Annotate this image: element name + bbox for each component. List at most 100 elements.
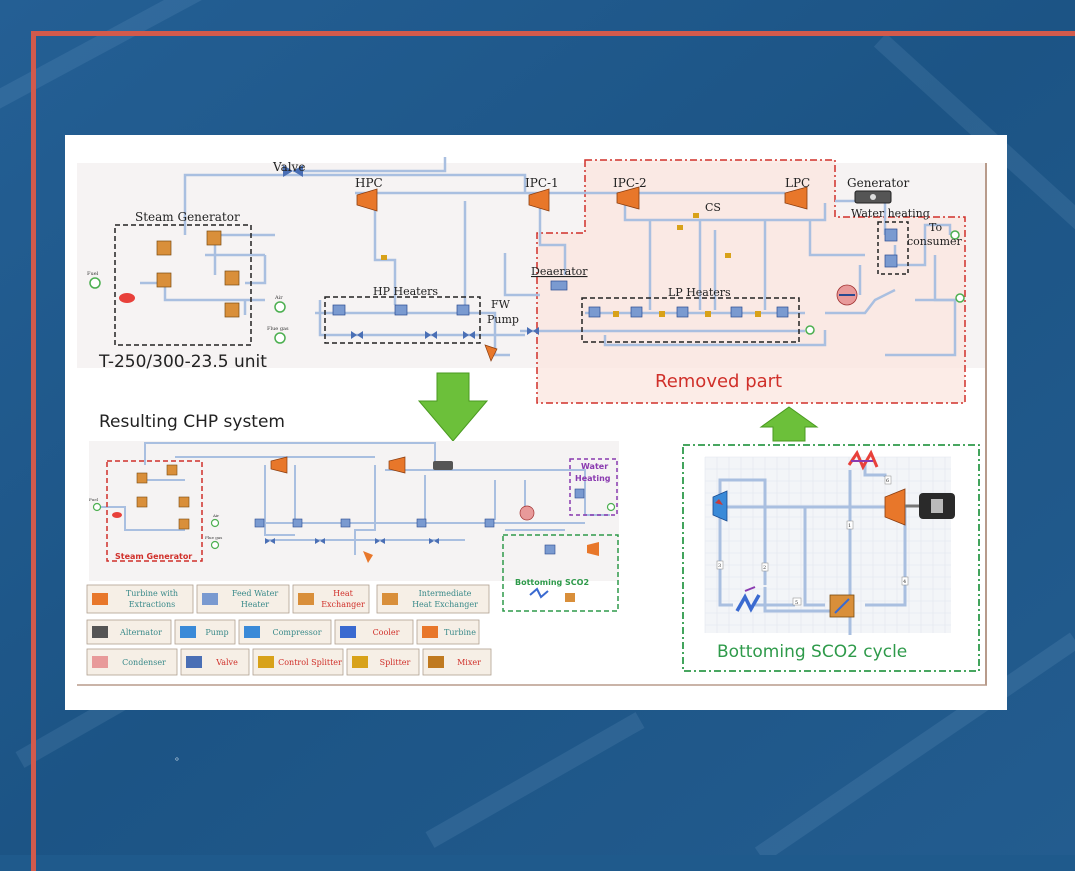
hp-heaters-box: [324, 296, 481, 344]
slide-bullet-mark: 。: [175, 752, 185, 763]
steam-generator-label: Steam Generator: [135, 210, 240, 224]
condenser-icon: [836, 284, 858, 306]
ipc1-turbine-icon: [528, 188, 550, 212]
lp-heaters-box: [581, 297, 800, 343]
result-pump-icon: [363, 551, 373, 563]
top-pipes: [140, 157, 957, 357]
legend-label-line2: Heat Exchanger: [412, 600, 478, 609]
stream-label-2: 2: [763, 565, 766, 571]
result-sco2-exchanger-icon: [565, 593, 575, 602]
stream-label-5: 5: [795, 600, 798, 606]
sco2-heater-icon: [847, 449, 879, 471]
legend-label: Control Splitter: [278, 658, 342, 667]
result-turbines: [270, 456, 406, 474]
legend-label-line2: Extractions: [129, 600, 176, 609]
bottoming-sco2-cycle: 6 1 2 3 4 5 Bottoming SCO2 cycle: [682, 444, 980, 672]
top-diagram: Steam Generator HP Heaters LP Heaters: [77, 157, 987, 685]
legend-swatch-icon: [298, 593, 314, 605]
sco2-compressor-icon: [712, 490, 728, 522]
stream-label-4: 4: [903, 579, 906, 585]
hp-valves: [351, 331, 475, 339]
bottoming-sco2-box-result: [502, 534, 619, 612]
result-burner-icon: [112, 512, 122, 518]
sco2-pipes: [718, 463, 907, 635]
legend-swatch-icon: [340, 626, 356, 638]
result-fuel-port-icon: [92, 502, 102, 512]
result-air-label: Air: [212, 513, 219, 518]
hp-heaters-label: HP Heaters: [373, 285, 438, 298]
legend-label: Turbine with: [126, 589, 178, 598]
legend-swatch-icon: [180, 626, 196, 638]
bottoming-sco2-result-label: Bottoming SCO2: [515, 578, 589, 587]
legend-item: Alternator: [86, 619, 172, 645]
legend-label-line2: Exchanger: [321, 600, 365, 609]
fuel-label: Fuel: [87, 271, 99, 277]
hpc-label: HPC: [355, 176, 383, 190]
ipc2-label: IPC-2: [613, 176, 647, 190]
water-heating-exchangers: [884, 228, 898, 268]
legend-item: Cooler: [334, 619, 414, 645]
legend-item: Valve: [180, 648, 250, 676]
fw-pump-icon: [484, 344, 498, 362]
green-arrow-up-icon: [759, 406, 819, 442]
legend-label: Feed Water: [232, 589, 278, 598]
sco2-recuperator-icon: [829, 594, 855, 618]
to-consumer-label-line2: consumer: [907, 235, 963, 248]
legend-item: Splitter: [346, 648, 420, 676]
flue-gas-label: Flue gas: [267, 326, 289, 332]
legend-swatch-icon: [352, 656, 368, 668]
result-sco2-turbine-icon: [587, 542, 599, 556]
outlet-port-icon: [955, 293, 965, 303]
fw-pump-label-line1: FW: [491, 298, 511, 311]
legend-label: Splitter: [380, 658, 411, 667]
valve-label: Valve: [272, 160, 305, 174]
legend-swatch-icon: [202, 593, 218, 605]
legend-swatch-icon: [92, 593, 108, 605]
fw-pump-label-line2: Pump: [487, 313, 519, 326]
fuel-port-icon: [89, 277, 101, 289]
green-arrow-down-icon: [417, 372, 489, 442]
result-sco2-cooler-icon: [529, 587, 549, 599]
legend-label: Heat: [333, 589, 353, 598]
ipc1-label: IPC-1: [525, 176, 559, 190]
stream-label-6: 6: [886, 478, 889, 484]
flue-gas-port-icon: [274, 332, 286, 344]
legend-label: Valve: [215, 658, 238, 667]
lp-heater-units: [588, 306, 789, 318]
legend-label: Intermediate: [419, 589, 472, 598]
burner-icon: [119, 293, 135, 303]
legend-item: Mixer: [422, 648, 492, 676]
water-heating-result-label-line2: Heating: [575, 474, 611, 483]
unit-label: T-250/300-23.5 unit: [98, 352, 267, 372]
legend-swatch-icon: [186, 656, 202, 668]
legend-swatch-icon: [428, 656, 444, 668]
legend-item: Condenser: [86, 648, 178, 676]
legend-label: Alternator: [119, 628, 162, 637]
water-heating-label: Water heating: [851, 207, 930, 220]
sco2-grid-background: [705, 457, 951, 633]
result-fuel-label: Fuel: [89, 497, 99, 502]
legend-label: Turbine: [444, 628, 476, 637]
chp-system-diagram: Steam Generator HP Heaters LP Heaters: [77, 157, 987, 686]
deaerator-label: Deaerator: [531, 265, 588, 278]
to-consumer-label-line1: To: [929, 221, 942, 234]
water-heating-result-label-line1: Water: [581, 462, 608, 471]
lpc-label: LPC: [785, 176, 810, 190]
result-generator-icon: [433, 461, 453, 470]
hp-heater-units: [332, 304, 470, 316]
bottoming-sco2-caption: Bottoming SCO2 cycle: [717, 642, 907, 662]
diagram-panel: Steam Generator HP Heaters LP Heaters: [65, 135, 1007, 710]
legend-swatch-icon: [382, 593, 398, 605]
cs-label: CS: [705, 201, 721, 214]
sco2-stream-labels: 6 1 2 3 4 5: [716, 475, 909, 606]
water-heating-box: [877, 221, 909, 275]
lp-splitters: [381, 213, 761, 317]
removed-part-label: Removed part: [655, 371, 782, 392]
air-label: Air: [274, 295, 283, 301]
generator-icon: [854, 190, 892, 204]
result-flue-gas-label: Flue gas: [205, 535, 222, 540]
steam-generator-result-label: Steam Generator: [115, 552, 192, 561]
ipc2-turbine-icon: [616, 186, 640, 210]
